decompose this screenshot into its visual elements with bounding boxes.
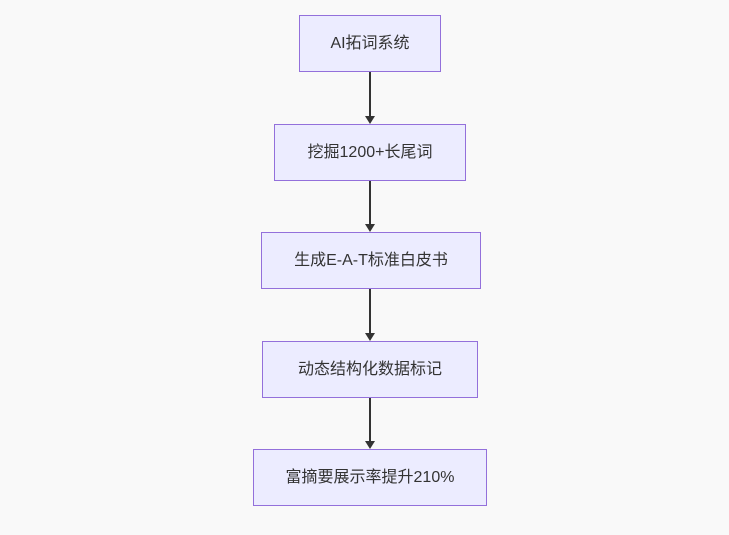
flow-node-label: 富摘要展示率提升210% xyxy=(285,468,455,486)
edge-arrow-down-4 xyxy=(365,398,375,449)
flow-node-ai-keyword-system: AI拓词系统 xyxy=(299,15,441,72)
flow-node-rich-snippet-result: 富摘要展示率提升210% xyxy=(253,449,487,506)
flow-node-eat-whitepaper: 生成E-A-T标准白皮书 xyxy=(261,232,481,289)
flow-node-structured-data-markup: 动态结构化数据标记 xyxy=(262,341,478,398)
flow-node-longtail-mining: 挖掘1200+长尾词 xyxy=(274,124,466,181)
edge-arrow-down-2 xyxy=(365,181,375,232)
flow-node-label: 动态结构化数据标记 xyxy=(297,360,442,378)
flow-node-label: 生成E-A-T标准白皮书 xyxy=(294,251,448,269)
edge-arrow-down-3 xyxy=(365,289,375,341)
flow-node-label: 挖掘1200+长尾词 xyxy=(307,143,433,161)
flow-node-label: AI拓词系统 xyxy=(330,34,410,52)
edge-arrow-down-1 xyxy=(365,72,375,124)
